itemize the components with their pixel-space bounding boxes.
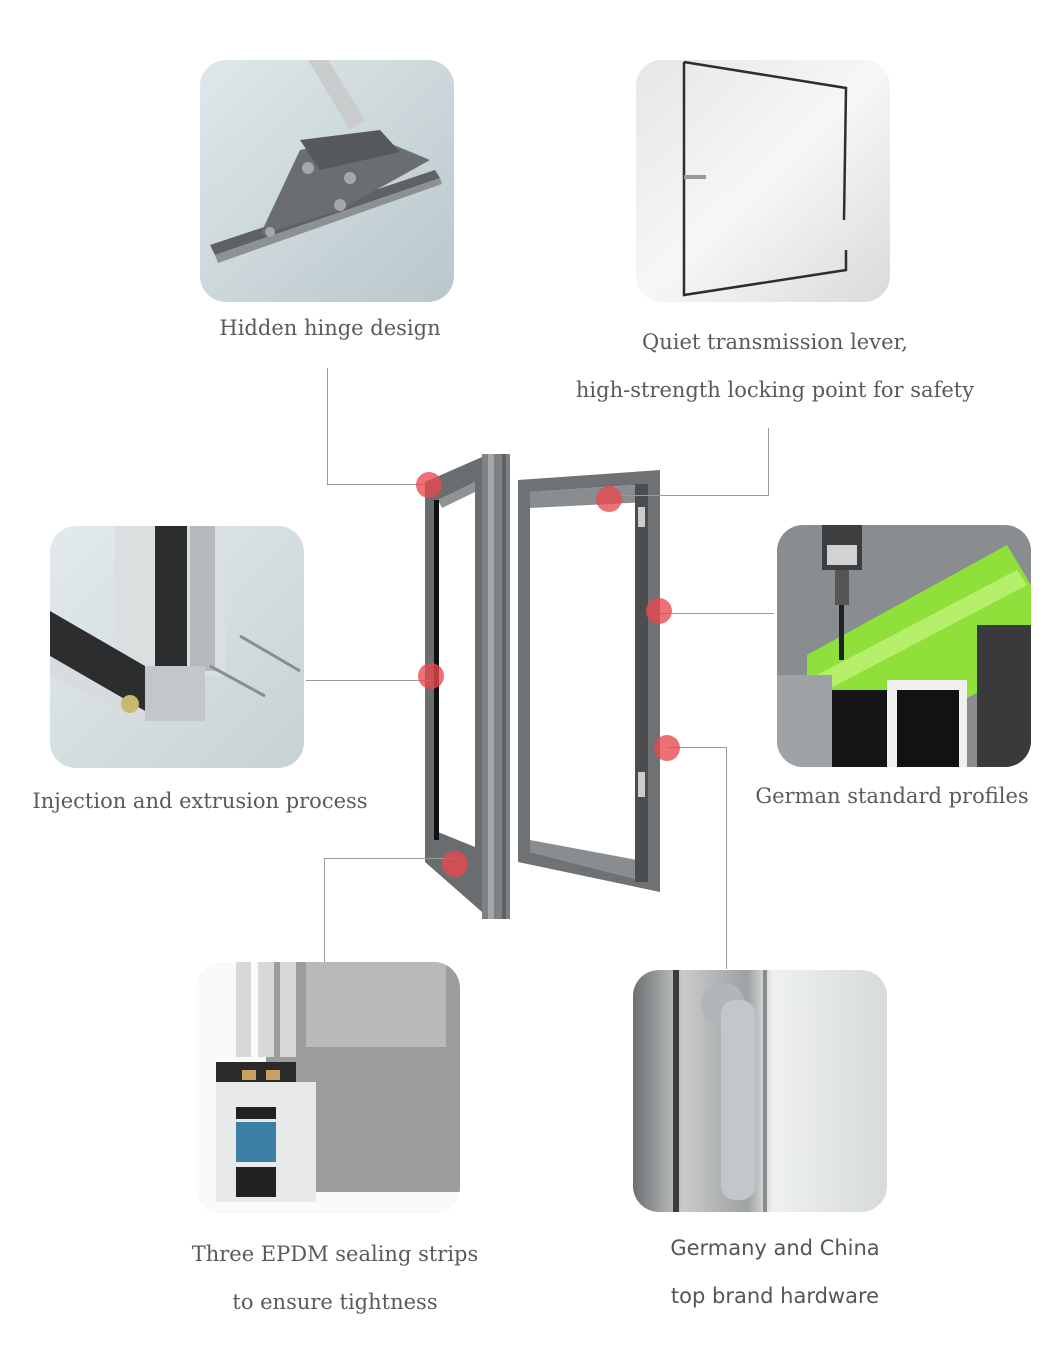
casement-window-photo [410, 452, 672, 922]
cnc-milling-image [777, 525, 1031, 767]
connector-epdm-h [324, 858, 456, 859]
connector-epdm-v [324, 858, 325, 962]
caption-hardware: Germany and China top brand hardware [670, 1236, 880, 1308]
connector-hinge-h [327, 484, 427, 485]
window-image [425, 454, 660, 919]
marker-hardware[interactable] [654, 735, 680, 761]
corner-joint-image [50, 526, 304, 768]
cnc-milling-photo [777, 525, 1031, 767]
cross-section-image [196, 962, 460, 1214]
caption-extrusion: Injection and extrusion process [32, 789, 368, 813]
lever-image [636, 60, 890, 302]
handle-image [633, 970, 887, 1212]
connector-lever-h [608, 495, 769, 496]
connector-profiles-h [660, 613, 774, 614]
marker-epdm[interactable] [442, 851, 468, 877]
marker-profiles[interactable] [646, 598, 672, 624]
window-handle-photo [633, 970, 887, 1212]
connector-lever-v [768, 428, 769, 495]
corner-joint-photo [50, 526, 304, 768]
caption-epdm: Three EPDM sealing strips to ensure tigh… [191, 1242, 479, 1314]
marker-extrusion[interactable] [418, 663, 444, 689]
hinge-photo [200, 60, 454, 302]
hinge-image [200, 60, 454, 302]
caption-hinge: Hidden hinge design [219, 316, 441, 340]
caption-profiles: German standard profiles [755, 784, 1029, 808]
caption-lever: Quiet transmission lever, high-strength … [575, 330, 975, 402]
connector-hinge-v [327, 368, 328, 485]
marker-hinge[interactable] [416, 472, 442, 498]
connector-extrusion-h [306, 680, 431, 681]
connector-hardware-h [668, 747, 727, 748]
transmission-lever-photo [636, 60, 890, 302]
profile-cross-section-photo [196, 962, 460, 1214]
connector-hardware-v [726, 747, 727, 969]
marker-lever[interactable] [596, 486, 622, 512]
